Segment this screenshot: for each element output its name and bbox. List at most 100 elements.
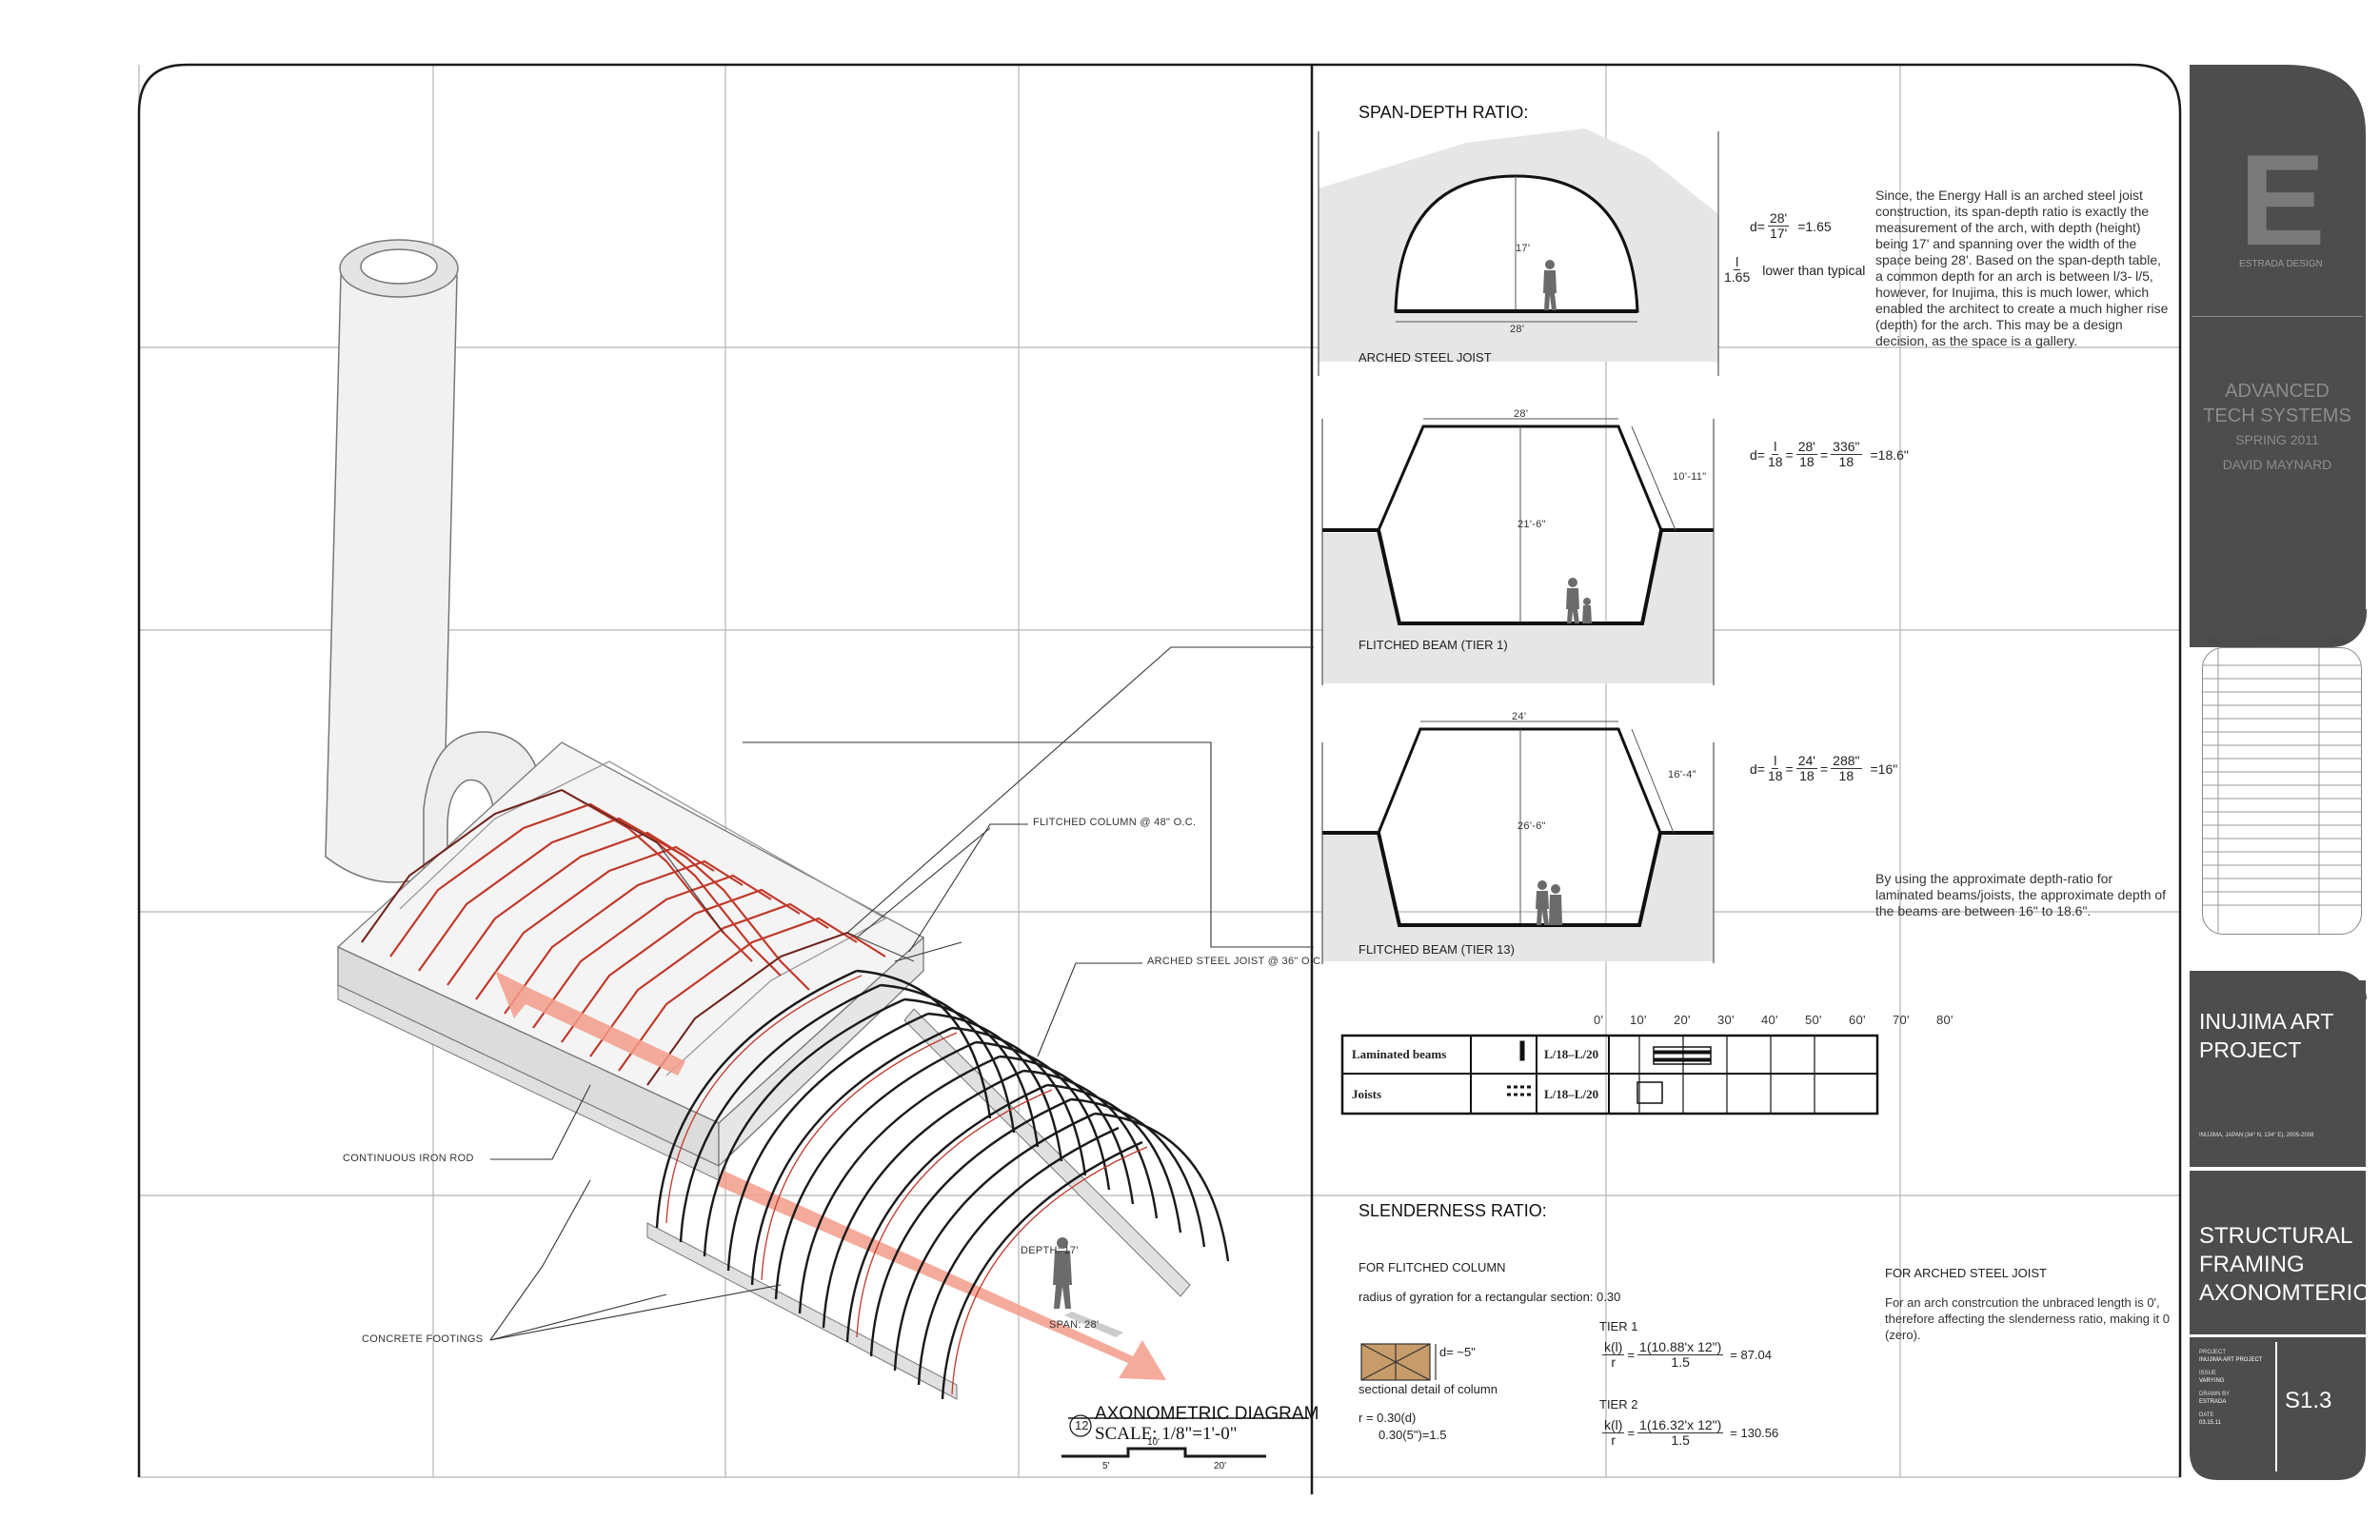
course-author: DAVID MAYNARD xyxy=(2222,457,2332,472)
gyration-note: radius of gyration for a rectangular sec… xyxy=(1359,1290,1621,1304)
table-tick-20: 20' xyxy=(1674,1013,1691,1027)
table-row-joists-ratio: L/18–L/20 xyxy=(1544,1087,1599,1101)
callout-concrete-footings: CONCRETE FOOTINGS xyxy=(362,1333,484,1345)
gable-building xyxy=(336,741,925,1168)
scale-bar-5: 5' xyxy=(1102,1461,1110,1471)
table-tick-70: 70' xyxy=(1893,1013,1910,1027)
diagram-number: 12 xyxy=(1075,1418,1089,1432)
radius-line-2: 0.30(5")=1.5 xyxy=(1378,1428,1447,1442)
table-tick-60: 60' xyxy=(1849,1013,1866,1027)
diagram-title-marks xyxy=(1061,1414,1309,1458)
project-panel-top xyxy=(2190,971,2367,999)
meta-project-val: INUJIMA ART PROJECT xyxy=(2199,1357,2263,1363)
meta-drawn-val: ESTRADA xyxy=(2199,1399,2227,1405)
scale-bar-10: 10' xyxy=(1147,1437,1160,1448)
joist-slenderness-heading: FOR ARCHED STEEL JOIST xyxy=(1885,1266,2047,1280)
radius-line-1: r = 0.30(d) xyxy=(1359,1411,1417,1425)
dim-depth: DEPTH: 17' xyxy=(1021,1245,1079,1256)
sheet-title: STRUCTURAL FRAMING AXONOMTERIC xyxy=(2199,1223,2370,1306)
tier2-slenderness-label: TIER 2 xyxy=(1599,1397,1638,1412)
logo-letter: E xyxy=(2239,128,2326,272)
meta-date-val: 03.15.11 xyxy=(2199,1420,2221,1426)
project-name: INUJIMA ART PROJECT xyxy=(2199,1009,2334,1062)
title-divider-2 xyxy=(2190,1334,2367,1337)
table-row-joists-label: Joists xyxy=(1352,1087,1382,1101)
approx-depth-note: By using the approximate depth-ratio for… xyxy=(1875,871,2167,918)
joist-slenderness-note: For an arch constrcution the unbraced le… xyxy=(1885,1295,2170,1342)
meta-project-key: PROJECT xyxy=(2199,1350,2227,1355)
issue-col-issue: ISSUE xyxy=(2256,637,2280,645)
arch-width-label: 28' xyxy=(1510,324,1525,335)
callout-flitched-column: FLITCHED COLUMN @ 48" O.C. xyxy=(1033,817,1197,828)
flitched-column-heading: FOR FLITCHED COLUMN xyxy=(1359,1260,1506,1274)
callout-leaders xyxy=(489,646,1314,1341)
concrete-footings xyxy=(337,984,1191,1400)
table-tick-80: 80' xyxy=(1936,1013,1954,1027)
arch-height-label: 17' xyxy=(1516,243,1531,254)
callout-arched-steel-joist: ARCHED STEEL JOIST @ 36" O.C. xyxy=(1147,956,1324,967)
title-divider-1 xyxy=(2190,1167,2367,1171)
span-depth-heading: SPAN-DEPTH RATIO: xyxy=(1359,103,1529,122)
sheet-meta: PROJECT INUJIMA ART PROJECT ISSUE VARYIN… xyxy=(2199,1350,2275,1464)
tier13-top-dim: 24' xyxy=(1512,711,1527,722)
section-caption: sectional detail of column xyxy=(1359,1382,1497,1396)
table-tick-40: 40' xyxy=(1761,1013,1778,1027)
scale-bar-20: 20' xyxy=(1214,1461,1227,1471)
sheet-border xyxy=(137,63,2182,1477)
dim-span: SPAN: 28' xyxy=(1049,1319,1100,1331)
diagram-scale: SCALE: 1/8"=1'-0" xyxy=(1095,1424,1238,1444)
sheet-number: S1.3 xyxy=(2285,1388,2332,1413)
logo-rule xyxy=(2192,316,2363,317)
table-tick-30: 30' xyxy=(1717,1013,1735,1027)
tier1-slenderness-equation: k(l)r = 1(10.88'x 12")1.5 = 87.04 xyxy=(1602,1339,1773,1370)
course-line-1: ADVANCED xyxy=(2225,381,2330,402)
tier1-height-dim: 21'-6" xyxy=(1517,519,1546,530)
arched-equation: d= 28'17' =1.65 xyxy=(1750,210,1832,241)
arched-caption: ARCHED STEEL JOIST xyxy=(1359,350,1492,365)
table-row-laminated-label: Laminated beams xyxy=(1352,1047,1447,1061)
table-tick-10: 10' xyxy=(1630,1013,1647,1027)
slenderness-heading: SLENDERNESS RATIO: xyxy=(1359,1201,1547,1220)
tier13-side-dim: 16'-4" xyxy=(1668,769,1696,780)
tier13-height-dim: 26'-6" xyxy=(1517,820,1546,832)
human-figure xyxy=(1053,1237,1123,1337)
arched-joists xyxy=(655,969,1230,1400)
meta-issue-val: VARYING xyxy=(2199,1378,2225,1384)
span-depth-explanation: Since, the Energy Hall is an arched stee… xyxy=(1875,188,2169,348)
issue-table-lines xyxy=(2203,648,2361,934)
issue-col-date: DATE xyxy=(2327,637,2347,645)
tier1-side-dim: 10'-11" xyxy=(1673,471,1707,483)
project-location: INUJIMA, JAPAN (34° N, 134° E), 2005-200… xyxy=(2199,1133,2314,1138)
issue-cutout-top xyxy=(2190,609,2367,647)
callout-continuous-iron-rod: CONTINUOUS IRON ROD xyxy=(343,1153,474,1164)
column-depth-approx: d= ~5" xyxy=(1439,1345,1476,1359)
tier13-section xyxy=(1321,721,1715,963)
tier1-caption: FLITCHED BEAM (TIER 1) xyxy=(1359,638,1508,652)
direction-arrows xyxy=(495,971,1166,1380)
tier13-caption: FLITCHED BEAM (TIER 13) xyxy=(1359,942,1515,957)
issue-table: NO. ISSUE DATE xyxy=(2202,637,2362,935)
table-tick-50: 50' xyxy=(1805,1013,1822,1027)
table-tick-0: 0' xyxy=(1594,1013,1604,1027)
course-term: SPRING 2011 xyxy=(2235,432,2319,447)
meta-date-key: DATE xyxy=(2199,1412,2214,1418)
span-table-lines xyxy=(1340,1034,1879,1116)
tier2-slenderness-equation: k(l)r = 1(16.32'x 12")1.5 = 130.56 xyxy=(1602,1417,1779,1448)
meta-issue-key: ISSUE xyxy=(2199,1371,2217,1376)
course-line-2: TECH SYSTEMS xyxy=(2203,405,2351,426)
tier1-slenderness-label: TIER 1 xyxy=(1599,1319,1638,1333)
tier1-section xyxy=(1321,418,1715,685)
tier1-top-dim: 28' xyxy=(1514,408,1529,420)
logo-text: ESTRADA DESIGN xyxy=(2239,259,2323,269)
sheet-number-divider xyxy=(2275,1342,2277,1471)
column-section-detail xyxy=(1360,1343,1437,1381)
table-row-laminated-ratio: L/18–L/20 xyxy=(1544,1047,1599,1061)
meta-drawn-key: DRAWN BY xyxy=(2199,1392,2231,1397)
issue-col-no: NO. xyxy=(2209,637,2223,645)
chimney xyxy=(325,239,459,883)
